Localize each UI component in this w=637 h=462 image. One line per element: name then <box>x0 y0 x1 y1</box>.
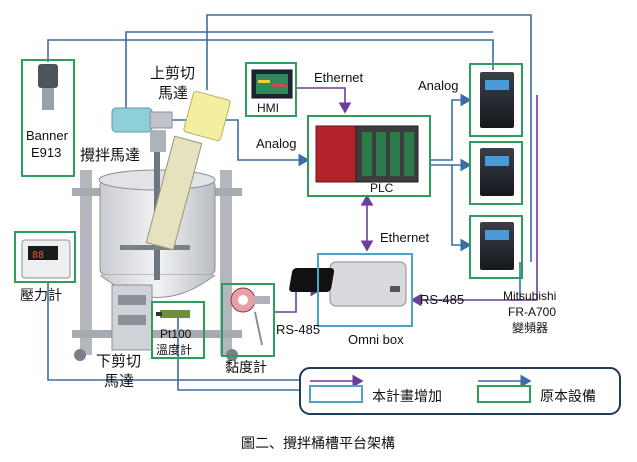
pt100-probe-illustration <box>156 310 190 318</box>
rs485-left-label: RS-485 <box>276 322 320 337</box>
vfd-label-1: Mitsubishi <box>503 289 556 303</box>
omni-box-label: Omni box <box>348 332 404 347</box>
ethernet-hmi-line <box>296 87 352 114</box>
legend-existing-swatch <box>477 385 531 403</box>
vfd-label-2: FR-A700 <box>508 305 556 319</box>
pt100-box <box>151 301 205 359</box>
viscometer-illustration <box>230 287 270 346</box>
connection-lines <box>47 14 538 391</box>
legend-frame <box>299 367 621 415</box>
vfd-box-1 <box>469 63 523 137</box>
rs485-left-line <box>274 283 322 313</box>
legend-new-label: 本計畫增加 <box>372 389 442 405</box>
banner-label-1: Banner <box>26 128 69 143</box>
pt100-label-2: 溫度計 <box>156 342 192 357</box>
vfd-box-3 <box>469 215 523 279</box>
omni-box-illustration <box>289 261 407 307</box>
pressure-line <box>47 282 300 381</box>
stirring-motor-label: 攪拌馬達 <box>80 146 140 164</box>
upper-cutter-line <box>206 14 532 262</box>
rs485-right-label: RS-485 <box>420 292 464 307</box>
plc-vfd3-line <box>451 165 472 252</box>
hmi-label: HMI <box>257 101 279 115</box>
pt100-label-1: Pt100 <box>160 327 192 341</box>
labels: Banner E913 上剪切 馬達 攪拌馬達 HMI Ethernet Ana… <box>20 64 556 390</box>
new-equipment-borders <box>317 253 413 327</box>
banner-sensor-illustration <box>38 64 58 110</box>
stirring-motor-line <box>125 31 493 112</box>
legend-existing-label: 原本設備 <box>540 389 596 405</box>
upper-cutter-illustration <box>145 90 231 251</box>
hmi-box <box>245 62 297 117</box>
plc-vfd1-line <box>430 93 472 161</box>
plc-box <box>307 115 431 197</box>
analog-right-label: Analog <box>418 78 458 93</box>
omni-box-border <box>317 253 413 327</box>
pressure-gauge-illustration: 88 <box>21 239 71 279</box>
lower-cutter-label-2: 馬達 <box>104 372 134 390</box>
pressure-box <box>14 231 76 283</box>
legend-new-swatch <box>309 385 363 403</box>
vfd-box-2 <box>469 141 523 205</box>
existing-equipment-borders <box>14 59 523 359</box>
lower-cutter-label-1: 下剪切 <box>96 352 141 370</box>
viscometer-label: 黏度計 <box>225 360 267 376</box>
analog-left-label: Analog <box>256 136 296 151</box>
hmi-illustration <box>251 69 293 99</box>
stirring-motor-illustration <box>111 107 173 152</box>
ethernet-mid-label: Ethernet <box>380 230 430 245</box>
pressure-gauge-label: 壓力計 <box>20 288 62 304</box>
vfd-illustrations <box>480 72 514 270</box>
plc-illustration <box>315 125 419 183</box>
rs485-right-line <box>410 95 538 307</box>
ethernet-top-label: Ethernet <box>314 70 364 85</box>
viscometer-box <box>221 283 275 357</box>
banner-analog-line <box>47 39 494 70</box>
upper-cutter-label-2: 馬達 <box>158 84 188 102</box>
vfd-label-3: 變頻器 <box>512 320 548 335</box>
banner-box <box>21 59 75 177</box>
svg-text:88: 88 <box>32 250 44 261</box>
banner-label-2: E913 <box>31 145 61 160</box>
legend: 本計畫增加 原本設備 <box>299 367 621 415</box>
upper-cutter-label-1: 上剪切 <box>150 64 195 82</box>
plc-label: PLC <box>370 181 394 195</box>
figure-caption: 圖二、攪拌桶槽平台架構 <box>241 436 395 452</box>
lower-cutter-line <box>177 315 300 391</box>
